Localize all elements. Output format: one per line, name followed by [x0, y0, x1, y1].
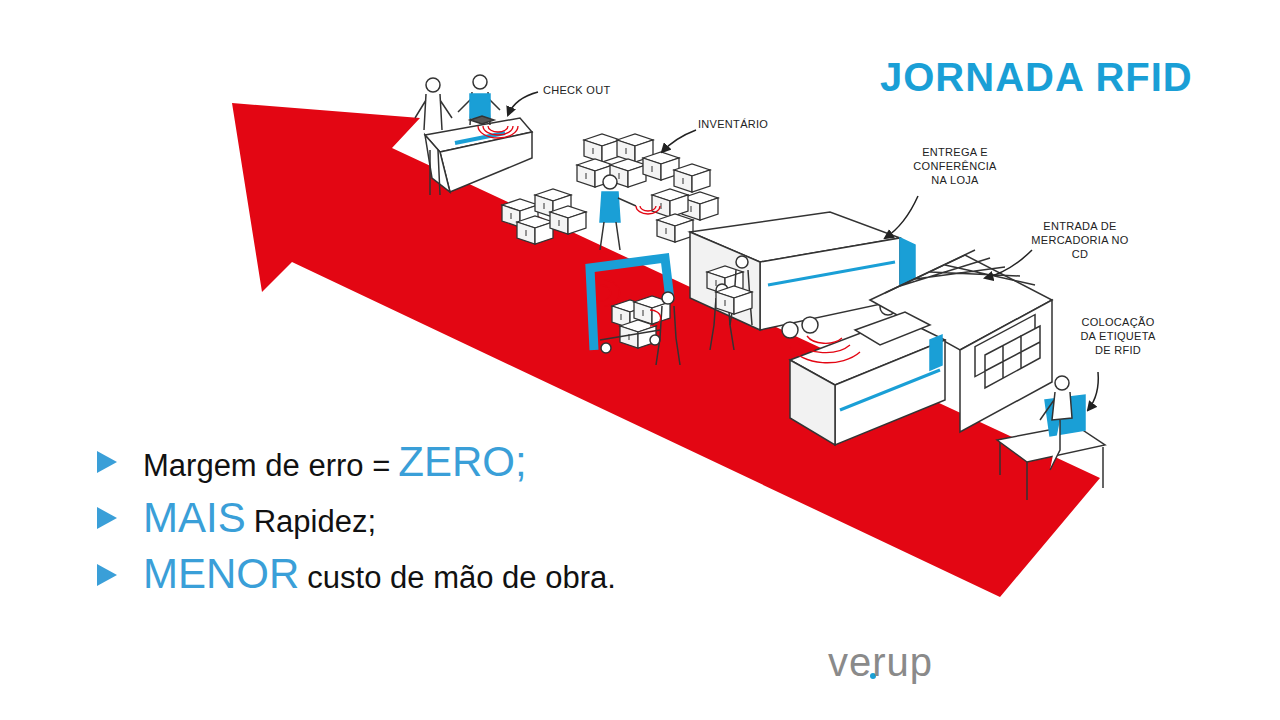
- gate-cart: [600, 280, 752, 365]
- bullet-row: Margem de erro =ZERO;: [143, 438, 527, 486]
- bullet-text: Rapidez;: [254, 504, 376, 539]
- callout-label: COLOCAÇÃO DA ETIQUETA DE RFID: [1073, 316, 1163, 357]
- callout-label: CHECK OUT: [543, 84, 623, 98]
- tagging-station: [997, 376, 1105, 500]
- bullet-text: Margem de erro =: [143, 448, 390, 483]
- callout-label: INVENTÁRIO: [698, 118, 788, 132]
- distribution-center: [790, 250, 1052, 445]
- bullet-markers: [97, 451, 117, 586]
- bullet-text: custo de mão de obra.: [307, 560, 615, 595]
- brand-logo: verup: [828, 640, 933, 685]
- journey-arrow: [232, 103, 1100, 597]
- bullet-text: ZERO;: [398, 438, 526, 485]
- delivery-truck: [690, 212, 915, 338]
- bullet-row: MENORcusto de mão de obra.: [143, 550, 616, 598]
- bullet-text: MAIS: [143, 494, 246, 541]
- callout-label: ENTRADA DE MERCADORIA NO CD: [1030, 220, 1130, 261]
- inventory-worker: [600, 175, 660, 250]
- inventory-boxes: [502, 134, 718, 244]
- diagram-title: JORNADA RFID: [880, 55, 1193, 100]
- callout-label: ENTREGA E CONFERÊNCIA NA LOJA: [905, 146, 1005, 187]
- bullet-text: MENOR: [143, 550, 299, 597]
- rfid-gate: [590, 258, 670, 350]
- checkout-scene: [415, 75, 532, 195]
- leader-lines: [508, 92, 1098, 410]
- bullet-row: MAISRapidez;: [143, 494, 376, 542]
